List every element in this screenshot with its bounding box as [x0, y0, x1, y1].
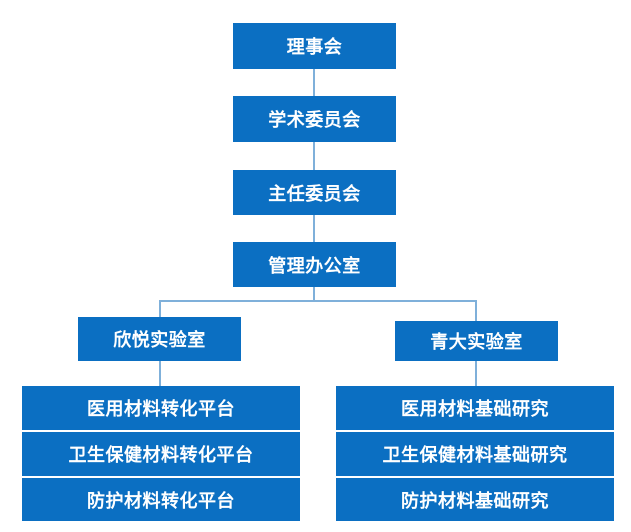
left-platform-protective: 防护材料转化平台: [22, 478, 300, 521]
right-platform-hygiene: 卫生保健材料基础研究: [336, 432, 614, 476]
connector-branch-right: [475, 300, 477, 321]
right-platform-protective: 防护材料基础研究: [336, 478, 614, 521]
node-management-office: 管理办公室: [233, 242, 396, 287]
connector-branch-left: [159, 300, 161, 317]
connector-right-lab-platforms: [475, 361, 477, 386]
left-platform-medical: 医用材料转化平台: [22, 386, 300, 430]
connector-branch-horizontal: [159, 300, 477, 302]
connector-left-lab-platforms: [159, 361, 161, 386]
node-left-lab: 欣悦实验室: [78, 317, 241, 361]
node-academic-committee: 学术委员会: [233, 96, 396, 142]
connector-board-academic: [313, 69, 315, 96]
node-right-lab: 青大实验室: [395, 321, 558, 361]
node-director-committee: 主任委员会: [233, 170, 396, 215]
left-platform-hygiene: 卫生保健材料转化平台: [22, 432, 300, 476]
right-platform-medical: 医用材料基础研究: [336, 386, 614, 430]
connector-academic-director: [313, 142, 315, 170]
connector-director-office: [313, 215, 315, 242]
node-board: 理事会: [233, 23, 396, 69]
connector-office-branch: [313, 287, 315, 301]
